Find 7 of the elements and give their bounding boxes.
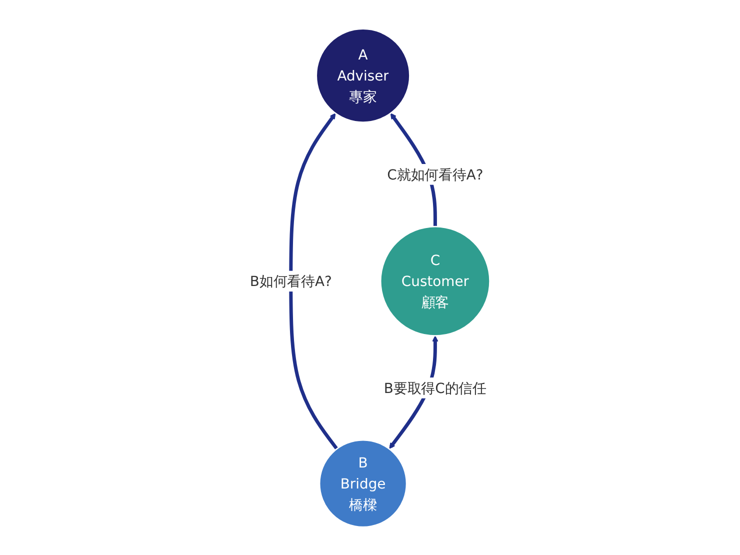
node-circle: C Customer 顧客 (380, 225, 491, 336)
edge-label: B如何看待A? (250, 272, 332, 290)
node-circle: A Adviser 專家 (316, 28, 411, 122)
edge-label: C就如何看待A? (387, 166, 484, 182)
edge-label: B要取得C的信任 (384, 379, 487, 396)
node-circle: B Bridge 橋樑 (318, 438, 408, 528)
arrow (289, 112, 338, 450)
